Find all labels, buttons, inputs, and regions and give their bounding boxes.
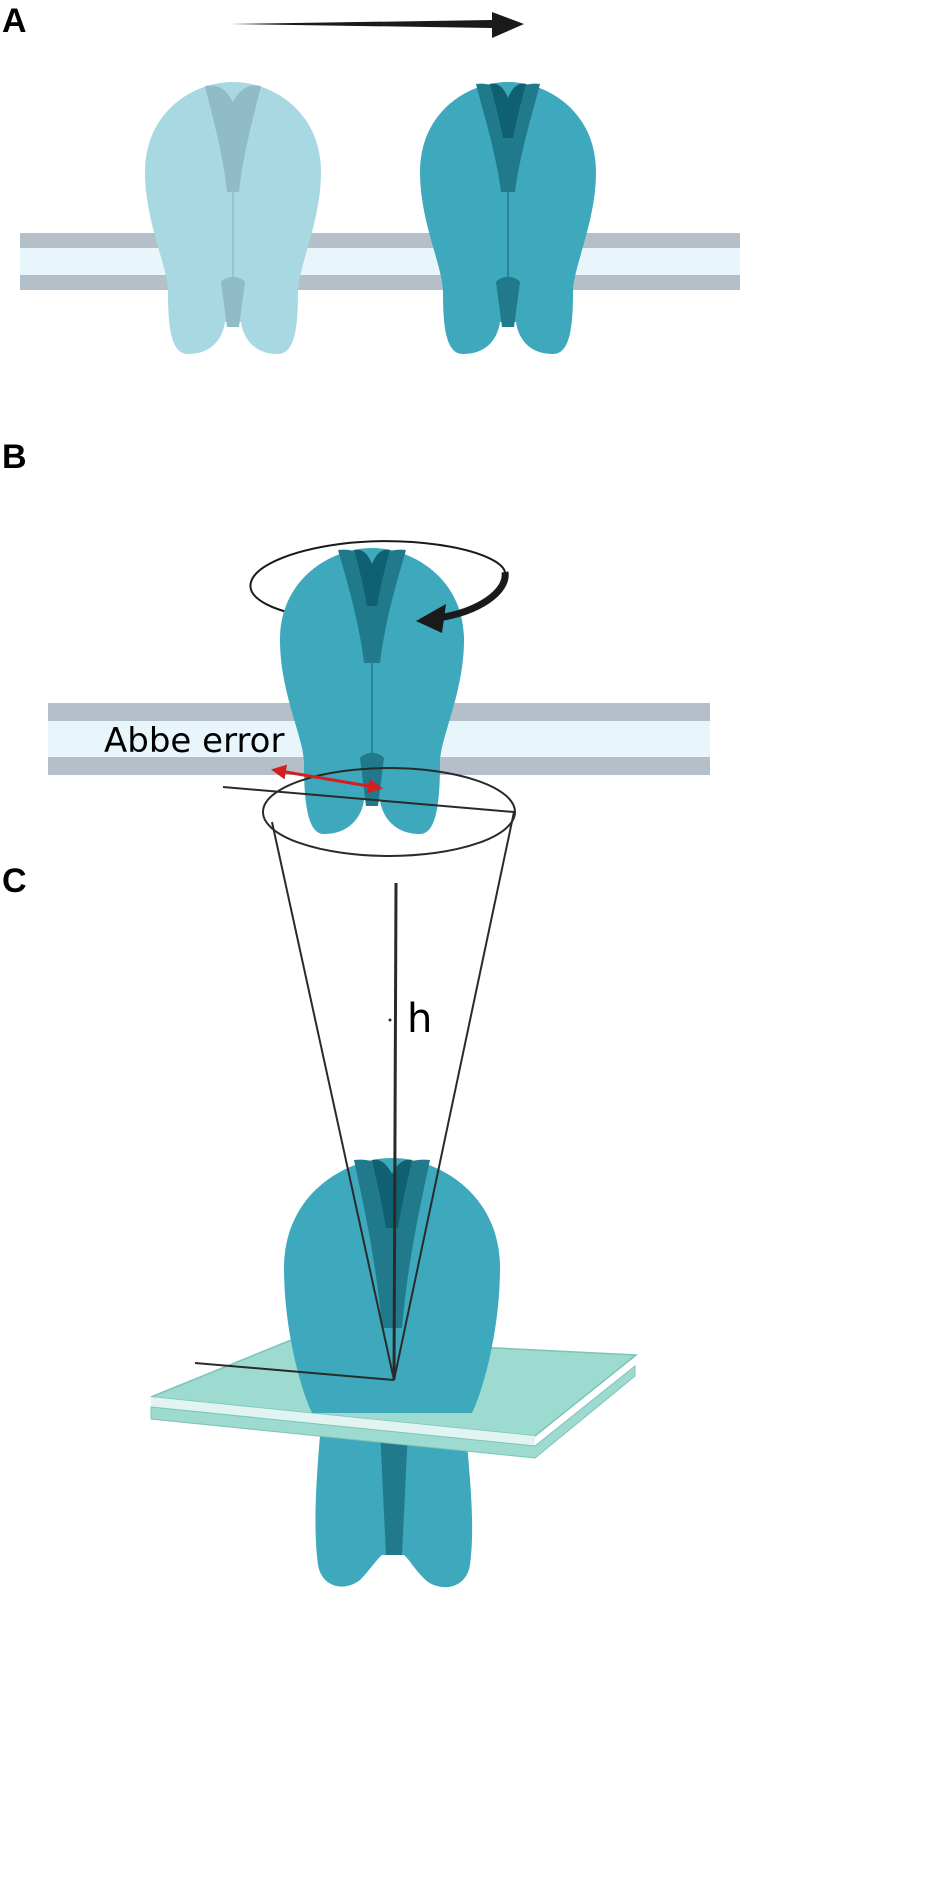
right-arrow-icon <box>230 12 524 38</box>
membrane-a <box>20 233 740 290</box>
protein-end-position <box>420 82 596 354</box>
panel-c-letter: C <box>2 862 27 900</box>
abbe-error-label: Abbe error <box>104 721 284 761</box>
protein-start-position <box>145 82 321 354</box>
panel-a: A <box>2 2 740 354</box>
abbe-error-arrow-icon <box>271 764 383 794</box>
protein-on-slide <box>284 1158 500 1413</box>
panel-b-letter: B <box>2 438 27 476</box>
protein-rotating <box>280 548 464 834</box>
rotation-arrow-head <box>416 571 509 633</box>
panel-c: C Abbe error <box>2 721 639 1588</box>
height-marker <box>388 1018 392 1022</box>
panel-b: B <box>2 438 710 834</box>
panel-a-letter: A <box>2 2 27 40</box>
rotation-arrow-icon <box>249 540 506 621</box>
height-label: h <box>407 996 432 1042</box>
